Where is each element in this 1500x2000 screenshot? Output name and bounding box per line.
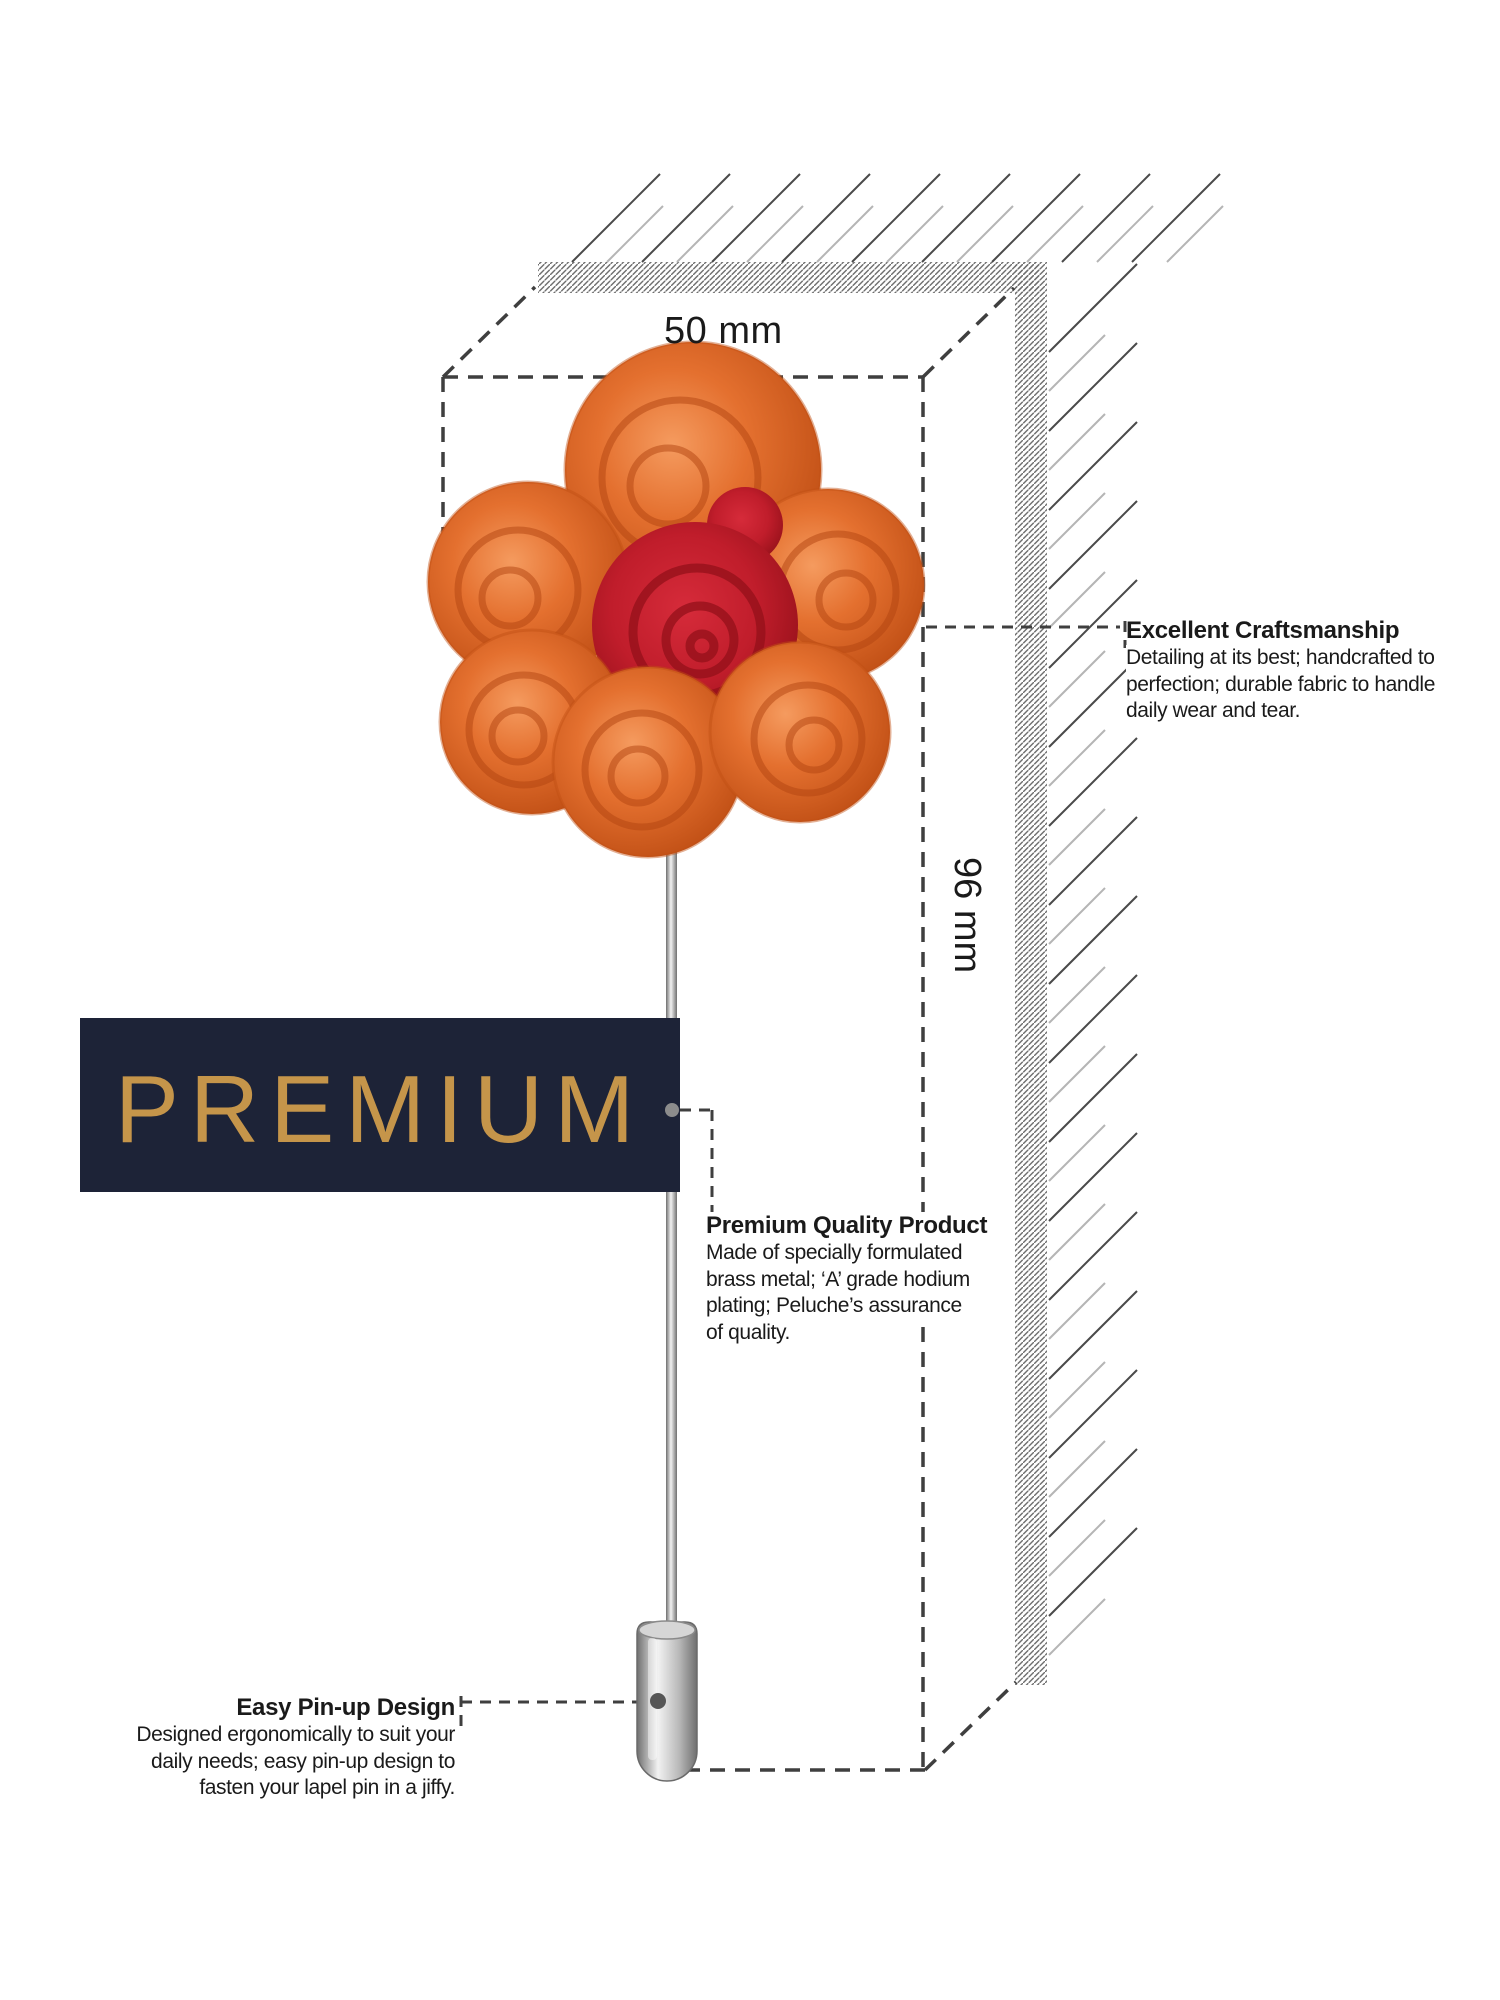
top-hatch-lines bbox=[571, 173, 1224, 263]
pin-clasp bbox=[636, 1620, 698, 1782]
callout-quality-line: of quality. bbox=[706, 1319, 790, 1346]
height-dimension-label: 96 mm bbox=[946, 857, 988, 974]
pin-stem bbox=[666, 850, 677, 1640]
stem-anchor-dot bbox=[665, 1103, 679, 1117]
callout-pinup-line: fasten your lapel pin in a jiffy. bbox=[199, 1775, 455, 1802]
callout-craftsmanship-line: perfection; durable fabric to handle bbox=[1126, 671, 1435, 698]
callout-pinup: Easy Pin-up Design Designed ergonomicall… bbox=[113, 1694, 455, 1802]
clasp-anchor-dot bbox=[650, 1693, 666, 1709]
callout-craftsmanship: Excellent Craftsmanship Detailing at its… bbox=[1126, 617, 1466, 725]
callout-quality: Premium Quality Product Made of speciall… bbox=[706, 1212, 1036, 1346]
right-hatch-lines bbox=[1048, 263, 1138, 1656]
premium-tag: PREMIUM bbox=[80, 1018, 680, 1192]
box-outline bbox=[441, 285, 1018, 1772]
callout-craftsmanship-line: Detailing at its best; handcrafted to bbox=[1126, 645, 1435, 672]
callout-quality-title: Premium Quality Product bbox=[706, 1212, 988, 1240]
box-top-hatch-band bbox=[538, 262, 1040, 293]
callout-pinup-line: Designed ergonomically to suit your bbox=[136, 1722, 455, 1749]
callout-connectors bbox=[459, 621, 1127, 1728]
width-dimension-label: 50 mm bbox=[664, 310, 783, 352]
callout-craftsmanship-line: daily wear and tear. bbox=[1126, 698, 1301, 725]
callout-quality-line: Made of specially formulated bbox=[706, 1240, 963, 1267]
premium-tag-label: PREMIUM bbox=[114, 1056, 646, 1163]
box-right-hatch-band bbox=[1015, 262, 1047, 1685]
callout-pinup-line: daily needs; easy pin-up design to bbox=[151, 1748, 455, 1775]
callout-craftsmanship-title: Excellent Craftsmanship bbox=[1126, 617, 1400, 644]
callout-quality-line: plating; Peluche’s assurance bbox=[706, 1293, 962, 1320]
callout-pinup-title: Easy Pin-up Design bbox=[236, 1694, 455, 1721]
callout-quality-line: brass metal; ‘A’ grade hodium bbox=[706, 1266, 970, 1293]
flower bbox=[426, 340, 926, 859]
